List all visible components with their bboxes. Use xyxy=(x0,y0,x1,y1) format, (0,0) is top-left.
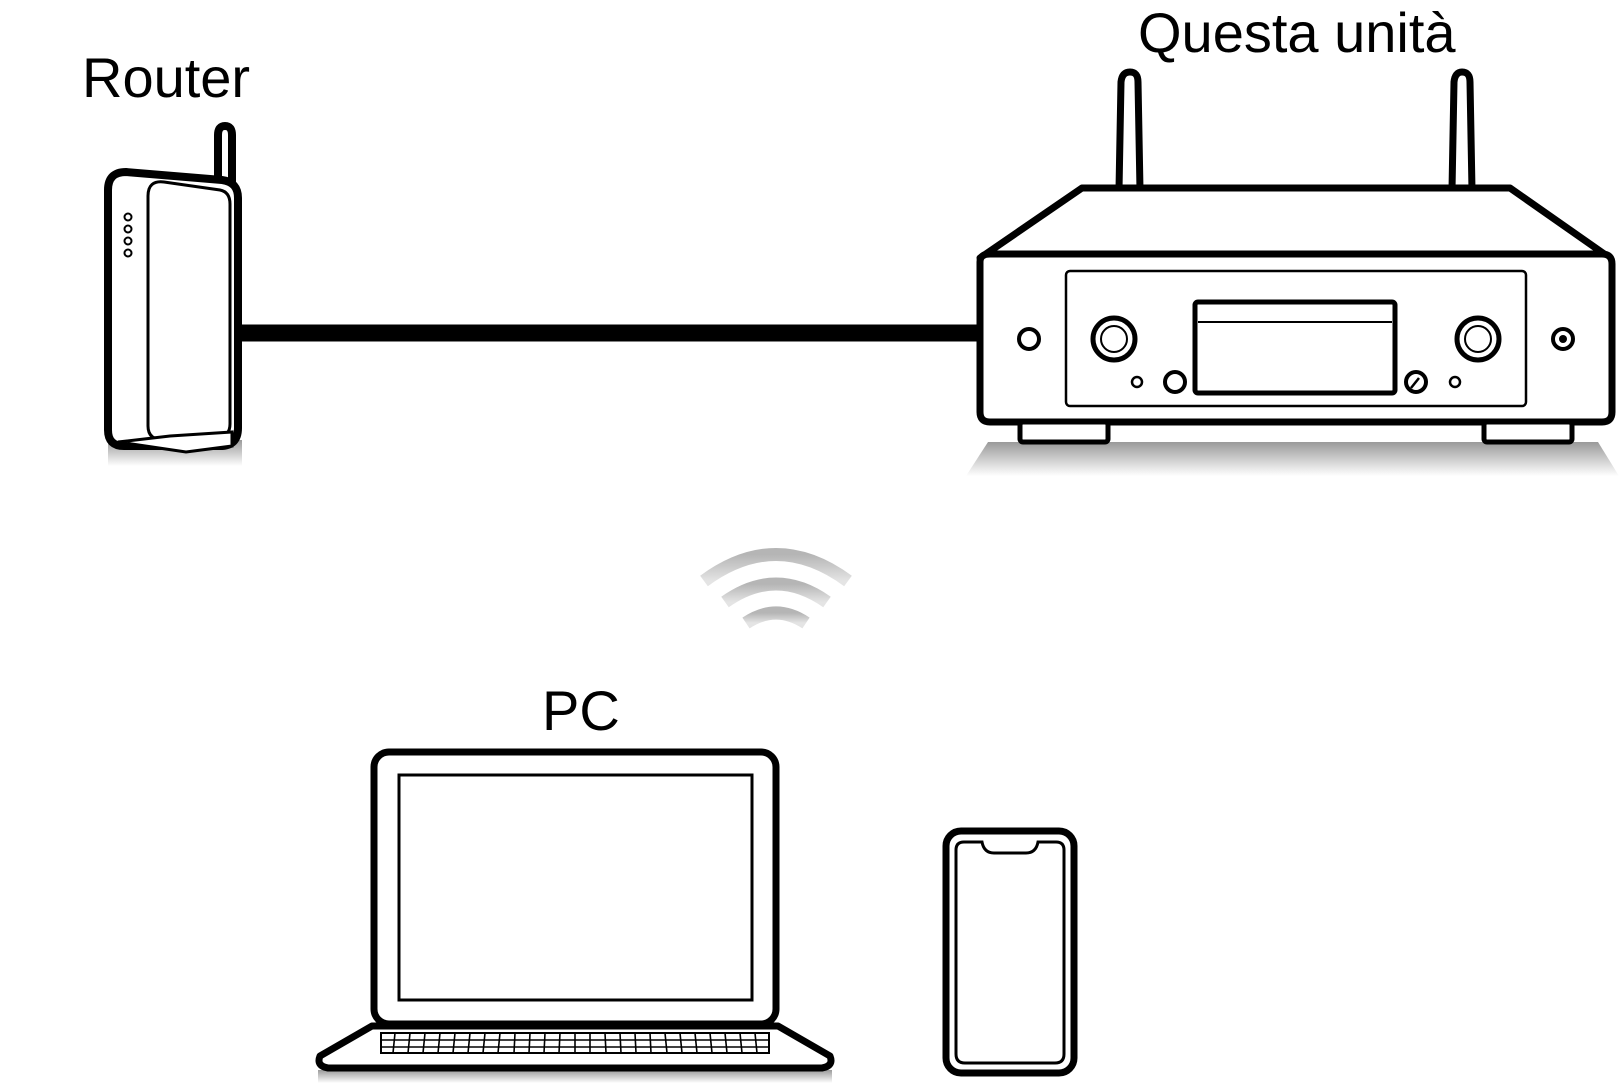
unit-label: Questa unità xyxy=(1138,1,1456,64)
pc-label: PC xyxy=(542,679,620,742)
router-led-1 xyxy=(123,212,133,222)
laptop-keyboard-keys xyxy=(381,1032,769,1054)
unit-foot-right xyxy=(1481,419,1575,445)
unit-antenna-right xyxy=(1448,68,1476,191)
router-front-panel xyxy=(146,180,232,442)
unit-power-button xyxy=(1017,327,1041,351)
router-led-4 xyxy=(123,248,133,258)
unit-small-button-left xyxy=(1130,375,1144,389)
router-led-3 xyxy=(123,236,133,246)
unit-headphone-jack-center xyxy=(1559,335,1567,343)
phone-screen xyxy=(954,840,1066,1065)
wifi-arc-inner xyxy=(742,606,810,629)
laptop-icon xyxy=(315,748,835,1083)
unit-foot-left xyxy=(1017,419,1111,445)
unit-knob-left-inner xyxy=(1100,325,1128,353)
laptop-screen xyxy=(397,773,754,1002)
network-audio-player-icon xyxy=(966,68,1619,476)
router-led-2 xyxy=(123,224,133,234)
unit-small-button-right xyxy=(1448,375,1462,389)
router-stand xyxy=(117,430,234,454)
unit-knob-right-inner xyxy=(1464,325,1492,353)
unit-antenna-left xyxy=(1115,68,1144,191)
unit-button-left xyxy=(1163,370,1187,394)
unit-shadow xyxy=(966,442,1619,476)
wifi-arc-middle xyxy=(721,577,831,608)
router-label: Router xyxy=(82,46,251,109)
unit-button-right-mark xyxy=(1410,377,1420,389)
unit-display xyxy=(1192,299,1398,396)
unit-top-cover xyxy=(976,184,1614,262)
router-icon xyxy=(104,121,242,466)
laptop-shadow xyxy=(318,1070,832,1083)
wifi-arc-outer xyxy=(700,548,852,587)
wifi-signal-icon xyxy=(700,548,852,629)
smartphone-icon xyxy=(942,827,1078,1077)
